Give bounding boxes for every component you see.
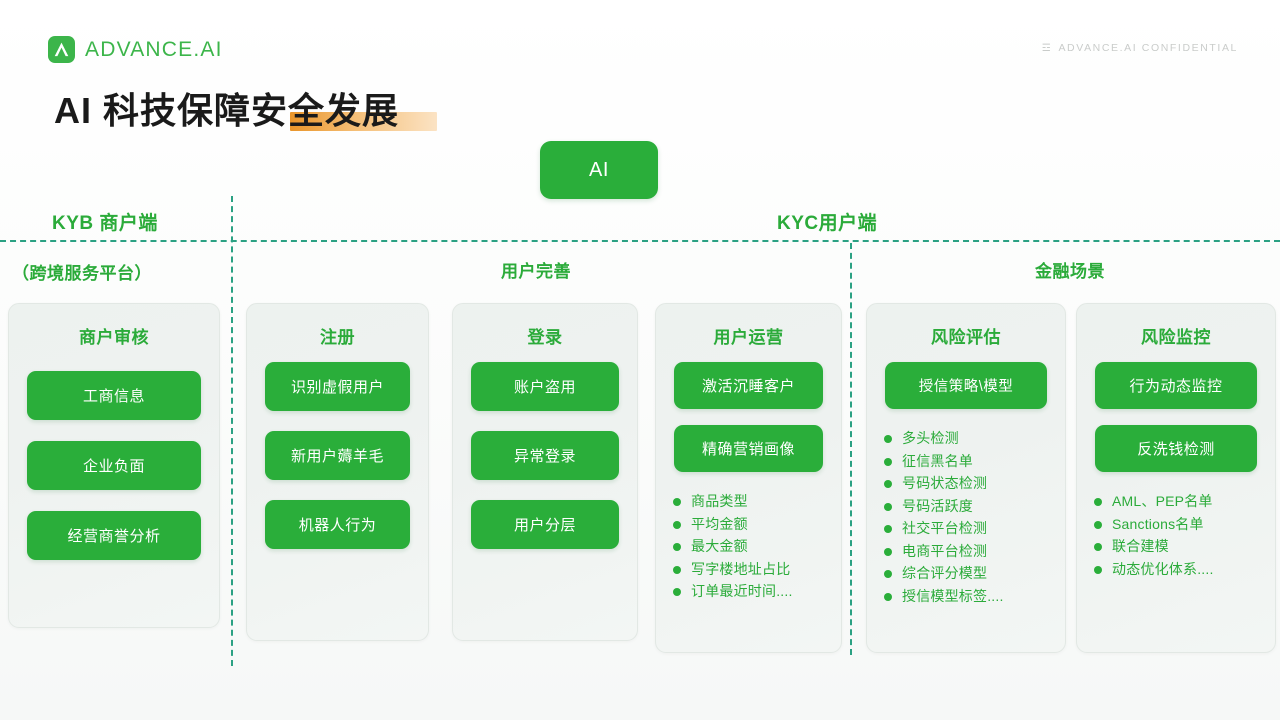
pill-item[interactable]: 行为动态监控 (1095, 362, 1257, 409)
bullet-item: 授信模型标签.... (883, 585, 1055, 608)
card-merchant-review: 商户审核 工商信息 企业负面 经营商誉分析 (8, 303, 220, 628)
card-title: 风险监控 (1141, 328, 1211, 347)
bullet-item: 写字楼地址占比 (672, 558, 831, 581)
pill-item[interactable]: 识别虚假用户 (265, 362, 410, 411)
brand-name: ADVANCE.AI (85, 37, 223, 61)
card-risk-monitoring: 风险监控 行为动态监控 反洗钱检测 AML、PEP名单 Sanctions名单 … (1076, 303, 1276, 653)
bullet-item: 最大金额 (672, 535, 831, 558)
bullet-item: 号码状态检测 (883, 472, 1055, 495)
bullet-item: 多头检测 (883, 427, 1055, 450)
bullet-item: Sanctions名单 (1093, 513, 1265, 536)
pill-item[interactable]: 反洗钱检测 (1095, 425, 1257, 472)
zone-sublabel-finance: 金融场景 (1035, 262, 1105, 281)
horizontal-divider (0, 240, 1280, 242)
bullet-item: 平均金额 (672, 513, 831, 536)
card-risk-assessment: 风险评估 授信策略\模型 多头检测 征信黑名单 号码状态检测 号码活跃度 社交平… (866, 303, 1066, 653)
pill-list: 激活沉睡客户 精确营销画像 (656, 348, 841, 472)
pill-list: 授信策略\模型 (867, 348, 1065, 409)
pill-item[interactable]: 账户盗用 (471, 362, 619, 411)
title-text: AI 科技保障安全发展 (54, 90, 400, 131)
pill-item[interactable]: 企业负面 (27, 441, 201, 490)
bullet-item: AML、PEP名单 (1093, 490, 1265, 513)
pill-list: 行为动态监控 反洗钱检测 (1077, 348, 1275, 472)
card-title: 商户审核 (79, 328, 149, 347)
bullet-item: 号码活跃度 (883, 495, 1055, 518)
card-row: 商户审核 工商信息 企业负面 经营商誉分析 注册 识别虚假用户 新用户薅羊毛 机… (0, 303, 1280, 663)
bullet-list: AML、PEP名单 Sanctions名单 联合建模 动态优化体系.... (1077, 488, 1275, 580)
page-title: AI 科技保障安全发展 (54, 86, 437, 136)
card-title: 登录 (527, 328, 563, 347)
card-registration: 注册 识别虚假用户 新用户薅羊毛 机器人行为 (246, 303, 429, 641)
vertical-divider-kyb-kyc (231, 196, 233, 666)
pill-item[interactable]: 工商信息 (27, 371, 201, 420)
pill-list: 识别虚假用户 新用户薅羊毛 机器人行为 (247, 348, 428, 549)
bullet-item: 商品类型 (672, 490, 831, 513)
confidential-text: ADVANCE.AI CONFIDENTIAL (1058, 42, 1238, 54)
advance-logo-icon (48, 36, 75, 63)
card-user-operations: 用户运营 激活沉睡客户 精确营销画像 商品类型 平均金额 最大金额 写字楼地址占… (655, 303, 842, 653)
bullet-item: 动态优化体系.... (1093, 558, 1265, 581)
pill-item[interactable]: 精确营销画像 (674, 425, 823, 472)
pill-item[interactable]: 异常登录 (471, 431, 619, 480)
zone-label-kyc: KYC用户端 (777, 213, 878, 234)
bullet-list: 多头检测 征信黑名单 号码状态检测 号码活跃度 社交平台检测 电商平台检测 综合… (867, 425, 1065, 607)
pill-list: 账户盗用 异常登录 用户分层 (453, 348, 637, 549)
bullet-item: 订单最近时间.... (672, 580, 831, 603)
pill-item[interactable]: 新用户薅羊毛 (265, 431, 410, 480)
pill-item[interactable]: 机器人行为 (265, 500, 410, 549)
zone-sublabel-user: 用户完善 (501, 262, 571, 281)
ai-badge: AI (540, 141, 658, 199)
brand-logo: ADVANCE.AI (48, 36, 223, 63)
title-highlight-bar (290, 112, 437, 131)
ai-badge-label: AI (589, 158, 609, 181)
bullet-item: 联合建模 (1093, 535, 1265, 558)
pill-item[interactable]: 授信策略\模型 (885, 362, 1047, 409)
bullet-list: 商品类型 平均金额 最大金额 写字楼地址占比 订单最近时间.... (656, 488, 841, 603)
card-title: 注册 (320, 328, 355, 347)
zone-sublabel-kyb: （跨境服务平台） (12, 264, 152, 283)
pill-list: 工商信息 企业负面 经营商誉分析 (9, 348, 219, 560)
card-login: 登录 账户盗用 异常登录 用户分层 (452, 303, 638, 641)
pill-item[interactable]: 激活沉睡客户 (674, 362, 823, 409)
lock-icon: ☲ (1041, 42, 1053, 54)
zone-label-kyb: KYB 商户端 (52, 213, 158, 234)
confidential-watermark: ☲ ADVANCE.AI CONFIDENTIAL (1042, 42, 1238, 54)
pill-item[interactable]: 用户分层 (471, 500, 619, 549)
card-title: 风险评估 (931, 328, 1001, 347)
card-title: 用户运营 (713, 328, 784, 347)
bullet-item: 社交平台检测 (883, 517, 1055, 540)
bullet-item: 综合评分模型 (883, 562, 1055, 585)
bullet-item: 电商平台检测 (883, 540, 1055, 563)
pill-item[interactable]: 经营商誉分析 (27, 511, 201, 560)
vertical-divider-user-finance (850, 243, 852, 655)
bullet-item: 征信黑名单 (883, 450, 1055, 473)
